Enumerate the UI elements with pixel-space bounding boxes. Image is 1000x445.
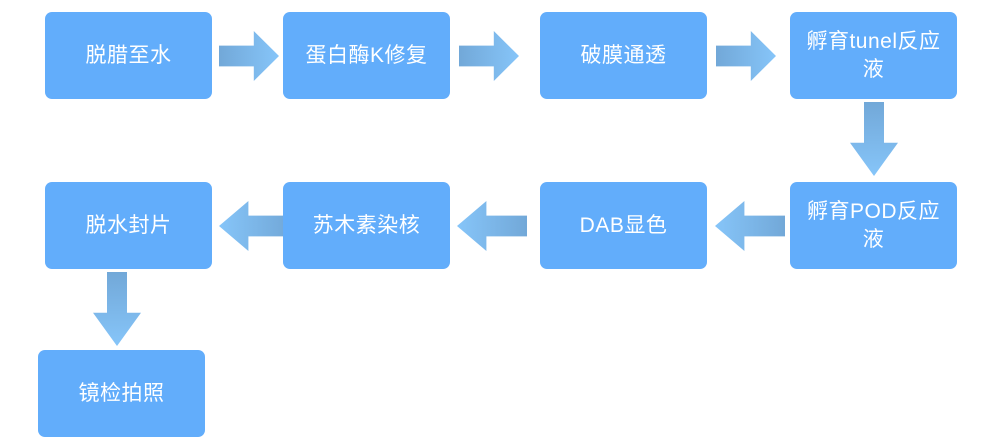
flow-node-label: 脱腊至水 [85,43,172,67]
flow-node-n8[interactable]: 脱水封片 [45,182,212,269]
arrow-left-n5-to-n6 [715,200,785,252]
arrow-down-n8-to-n9 [92,272,142,346]
flow-node-n3[interactable]: 破膜通透 [540,12,707,99]
flow-node-label: 孵育POD反应液 [806,199,940,251]
flow-node-n1[interactable]: 脱腊至水 [45,12,212,99]
flow-node-n7[interactable]: 苏木素染核 [283,182,450,269]
flow-node-n9[interactable]: 镜检拍照 [38,350,205,437]
arrow-left-n7-to-n8 [219,200,289,252]
arrow-right-n1-to-n2 [219,30,279,82]
flow-node-n6[interactable]: DAB显色 [540,182,707,269]
arrow-right-n2-to-n3 [459,30,519,82]
flow-node-label: 苏木素染核 [312,213,421,237]
flow-node-label: 蛋白酶K修复 [305,43,428,67]
flow-node-n4[interactable]: 孵育tunel反应液 [790,12,957,99]
arrow-right-n3-to-n4 [716,30,776,82]
flow-node-label: 孵育tunel反应液 [806,29,941,81]
flow-node-n5[interactable]: 孵育POD反应液 [790,182,957,269]
flow-node-label: 镜检拍照 [78,381,165,405]
flow-node-label: DAB显色 [579,213,668,237]
arrow-left-n6-to-n7 [457,200,527,252]
flow-node-n2[interactable]: 蛋白酶K修复 [283,12,450,99]
arrow-down-n4-to-n5 [849,102,899,176]
flow-node-label: 脱水封片 [85,213,172,237]
flow-node-label: 破膜通透 [580,43,667,67]
